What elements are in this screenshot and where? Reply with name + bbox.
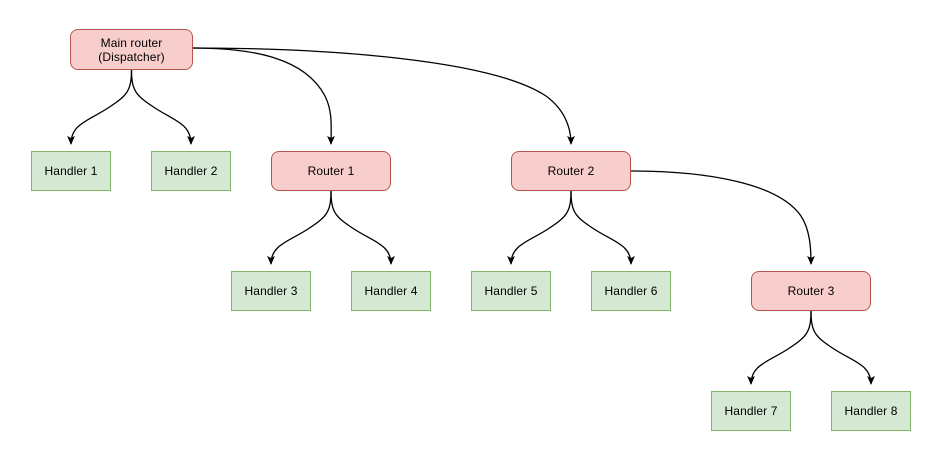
edge-router-2-to-handler-6 — [570, 190, 635, 266]
edge-main-router-to-handler-2 — [130, 69, 195, 146]
node-router-2[interactable]: Router 2 — [511, 151, 631, 191]
node-router-3[interactable]: Router 3 — [751, 271, 871, 311]
node-handler-7-label: Handler 7 — [724, 404, 778, 418]
edge-router-3-to-handler-8 — [810, 310, 875, 386]
node-handler-6[interactable]: Handler 6 — [591, 271, 671, 311]
node-router-2-label: Router 2 — [547, 164, 595, 178]
node-handler-8[interactable]: Handler 8 — [831, 391, 911, 431]
node-handler-2[interactable]: Handler 2 — [151, 151, 231, 191]
node-handler-5-label: Handler 5 — [484, 284, 538, 298]
node-handler-4[interactable]: Handler 4 — [351, 271, 431, 311]
edge-router-1-to-handler-4 — [330, 190, 395, 266]
edge-router-1-to-handler-3 — [267, 190, 332, 266]
edge-router-2-to-router-3 — [630, 170, 815, 266]
node-main-router[interactable]: Main router (Dispatcher) — [70, 29, 193, 70]
node-router-1-label: Router 1 — [307, 164, 355, 178]
node-router-1[interactable]: Router 1 — [271, 151, 391, 191]
edge-router-3-to-handler-7 — [747, 310, 812, 386]
node-handler-3-label: Handler 3 — [244, 284, 298, 298]
node-handler-4-label: Handler 4 — [364, 284, 418, 298]
node-handler-7[interactable]: Handler 7 — [711, 391, 791, 431]
node-handler-1-label: Handler 1 — [44, 164, 98, 178]
node-handler-5[interactable]: Handler 5 — [471, 271, 551, 311]
node-main-router-label: Main router (Dispatcher) — [98, 35, 165, 64]
node-handler-3[interactable]: Handler 3 — [231, 271, 311, 311]
node-handler-1[interactable]: Handler 1 — [31, 151, 111, 191]
edge-main-router-to-handler-1 — [67, 69, 133, 146]
node-handler-8-label: Handler 8 — [844, 404, 898, 418]
edge-router-2-to-handler-5 — [507, 190, 572, 266]
edge-main-router-to-router-2 — [192, 47, 575, 146]
edge-main-router-to-router-1 — [192, 47, 335, 146]
node-handler-6-label: Handler 6 — [604, 284, 658, 298]
node-router-3-label: Router 3 — [787, 284, 835, 298]
node-handler-2-label: Handler 2 — [164, 164, 218, 178]
